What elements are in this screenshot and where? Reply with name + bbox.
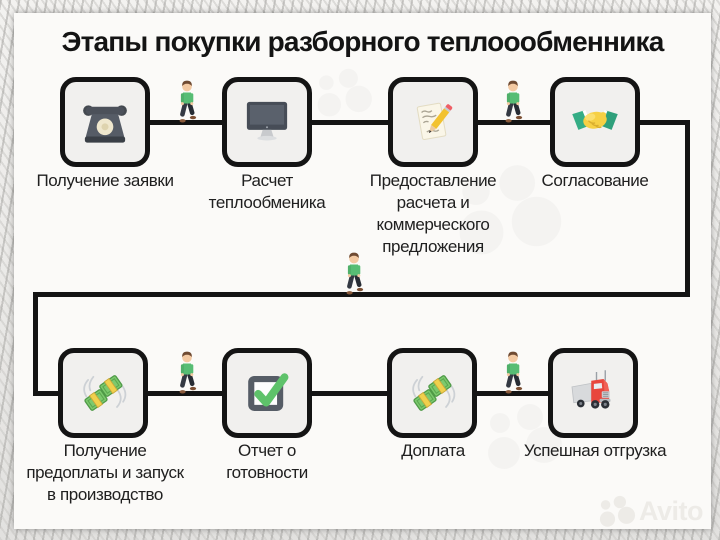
connector-line [33,391,60,396]
flying-money-icon [412,375,456,411]
connector-line [33,292,690,297]
walking-person-icon [174,350,200,396]
truck-icon [571,370,611,409]
avito-watermark: Avito [598,495,704,528]
step-box-shipment [548,348,638,438]
step-label-calculation: Расчет теплообменика [208,171,326,212]
connector-line [312,391,387,396]
connector-line [477,391,548,396]
connector-line [640,120,690,125]
memo-pencil-icon [416,102,453,141]
step-label-proposal: Предоставление расчета и коммерческого п… [369,171,497,256]
walking-person-icon [500,79,526,125]
step-box-prepayment [58,348,148,438]
avito-watermark-text: Avito [639,496,704,526]
handshake-icon [572,110,618,130]
step-label-request: Получение заявки [36,171,174,190]
ghost-watermark-icon [314,68,374,118]
flying-money-icon [83,375,127,411]
checkbox-check-icon [248,373,289,411]
step-box-approval [550,77,640,167]
connector-line [478,120,550,125]
computer-icon [246,101,288,141]
page-title: Этапы покупки разборного теплоообменника [61,26,664,57]
step-label-shipment: Успешная отгрузка [523,441,667,460]
step-label-report: Отчет о готовности [226,441,308,482]
connector-line [685,120,690,297]
step-label-approval: Согласование [541,171,649,190]
walking-person-icon [174,79,200,125]
step-label-surcharge: Доплата [401,441,465,460]
avito-logo-icon [598,495,636,528]
step-box-request [60,77,150,167]
step-box-surcharge [387,348,477,438]
step-box-proposal [388,77,478,167]
connector-line [33,292,38,396]
phone-icon [83,105,127,143]
connector-line [150,120,222,125]
walking-person-icon [500,350,526,396]
step-label-prepayment: Получение предоплаты и запуск в производ… [26,441,184,504]
diagram-canvas: Этапы покупки разборного теплоообменника [14,13,711,529]
step-box-report [222,348,312,438]
connector-line [312,120,388,125]
connector-line [148,391,222,396]
step-box-calculation [222,77,312,167]
